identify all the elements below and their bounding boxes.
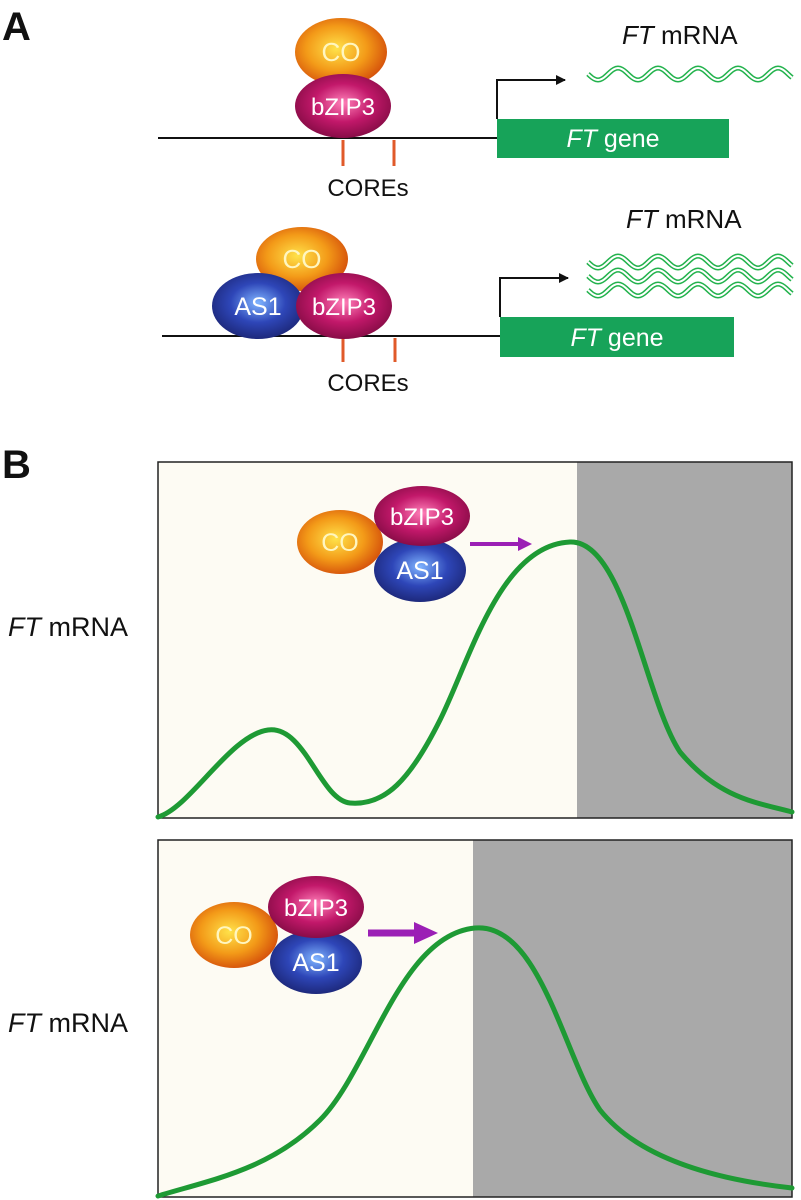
ft-mrna-label: FT mRNA: [626, 204, 742, 234]
mrna-wave-core: [587, 268, 793, 284]
panel-a-letter: A: [2, 5, 31, 49]
mrna-waves: [586, 253, 794, 299]
co-protein-label: CO: [215, 922, 253, 950]
bzip3-protein: [295, 74, 391, 138]
panel-b-top-plot: FT mRNA CO AS1 bZIP3: [8, 461, 795, 820]
cores-label: COREs: [327, 175, 408, 202]
ft-gene-box: [500, 317, 734, 357]
y-axis-label: FT mRNA: [8, 612, 128, 642]
as1-protein-label: AS1: [292, 949, 339, 977]
transcription-start-arrow: [496, 75, 566, 119]
as1-protein: [212, 273, 304, 339]
as1-protein-label: AS1: [396, 557, 443, 585]
panel-a-top-construct: COREs CO bZIP3 FT gene FT mRNA: [158, 18, 794, 202]
bzip3-protein-label: bZIP3: [284, 895, 348, 922]
as1-protein: [374, 538, 466, 602]
bzip3-protein: [296, 273, 392, 339]
mrna-waves: [586, 65, 794, 83]
y-axis-label: FT mRNA: [8, 1008, 128, 1038]
cores-label: COREs: [327, 370, 408, 397]
mrna-wave-core: [587, 254, 793, 270]
ft-gene-label: FT gene: [570, 324, 663, 352]
bzip3-protein-label: bZIP3: [312, 294, 376, 321]
co-protein-label: CO: [283, 244, 322, 274]
co-protein-label: CO: [322, 37, 361, 67]
transcription-start-arrow: [499, 273, 569, 317]
night-region: [577, 462, 792, 818]
as1-protein-label: AS1: [234, 293, 281, 321]
night-region: [473, 840, 792, 1197]
co-protein-label: CO: [321, 529, 359, 557]
plot-frame: [157, 839, 793, 1198]
ft-mrna-label: FT mRNA: [622, 20, 738, 50]
bzip3-protein-label: bZIP3: [390, 504, 454, 531]
co-protein: [295, 18, 387, 86]
co-protein: [256, 227, 348, 291]
bzip3-protein: [268, 876, 364, 938]
ft-mrna-curve: [155, 539, 795, 820]
mrna-wave-core: [587, 66, 793, 82]
ft-gene-label: FT gene: [566, 125, 659, 153]
bzip3-protein-label: bZIP3: [311, 94, 375, 121]
panel-a-bottom-construct: COREs CO AS1 bZIP3 FT gene FT mRNA: [162, 204, 794, 397]
shift-arrow: [470, 537, 532, 551]
mrna-wave-core: [587, 282, 793, 298]
as1-protein: [270, 930, 362, 994]
ft-gene-box: [497, 119, 729, 158]
panel-b-letter: B: [2, 443, 31, 487]
co-protein: [190, 902, 278, 968]
plot-frame: [157, 461, 793, 819]
shift-arrow: [368, 922, 438, 944]
ft-mrna-curve: [155, 925, 795, 1199]
panel-b-bottom-plot: FT mRNA CO AS1 bZIP3: [8, 839, 795, 1199]
co-protein: [297, 510, 383, 574]
bzip3-protein: [374, 486, 470, 546]
